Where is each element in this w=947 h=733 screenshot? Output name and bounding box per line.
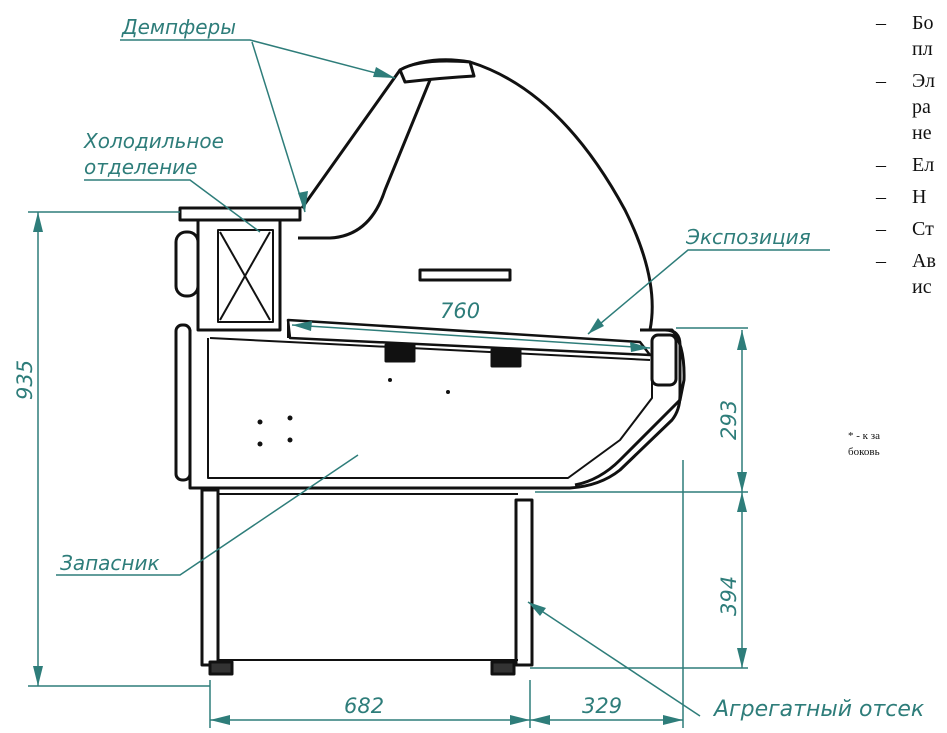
list-item: –Ел	[876, 154, 935, 176]
arrow-682-right	[510, 715, 530, 725]
leg-right	[514, 498, 534, 667]
arrow-682-left	[210, 715, 230, 725]
label-cold-line2: отделение	[84, 155, 198, 179]
list-item: –Бо	[876, 12, 934, 34]
dim-394-text: 394	[717, 576, 741, 616]
list-item: ра	[912, 96, 931, 118]
foot-left	[208, 660, 234, 676]
deck-bracket-right	[490, 348, 522, 368]
arrow-394-top	[737, 492, 747, 512]
arrow-damper-a	[373, 67, 395, 78]
footnote: * - к за боковь	[848, 428, 880, 460]
arrow-760-right	[630, 342, 650, 352]
arrow-293-top	[737, 330, 747, 350]
dim-760-text: 760	[440, 299, 480, 323]
leader-exposition	[587, 249, 830, 335]
leader-unit	[527, 601, 701, 717]
arrow-damper-b	[298, 191, 308, 212]
leg-left	[200, 488, 220, 667]
arrow-394-bottom	[737, 648, 747, 668]
cold-box-cross-b	[219, 231, 271, 321]
cold-box-inner	[217, 229, 274, 323]
arrow-329-right	[663, 715, 683, 725]
dim-329-text: 329	[582, 694, 622, 718]
label-storage: Запасник	[60, 551, 160, 575]
list-item: ис	[912, 276, 932, 298]
leader-cold	[84, 179, 261, 233]
glass-dome	[300, 58, 654, 331]
dim-682-text: 682	[344, 694, 384, 718]
list-item: –Н	[876, 186, 927, 208]
dome-inner-frame	[298, 79, 432, 240]
list-item: пл	[912, 38, 933, 60]
dim-935-text: 935	[13, 360, 37, 400]
list-item: –Ав	[876, 250, 936, 272]
dim-760-line	[291, 324, 651, 349]
leader-storage	[56, 454, 359, 576]
dimension-arrows	[33, 67, 747, 725]
interior-slot	[418, 268, 512, 282]
display-deck	[286, 318, 652, 357]
list-item: –Эл	[876, 70, 935, 92]
leader-dampers-a	[120, 39, 396, 79]
arrow-unit	[528, 602, 546, 616]
foot-right	[490, 660, 516, 676]
arrow-329-left	[530, 715, 550, 725]
arrow-293-bottom	[737, 472, 747, 492]
deck-bracket-left	[384, 343, 416, 363]
front-cap	[650, 333, 678, 387]
dimension-lines	[28, 39, 830, 728]
label-dampers: Демпферы	[121, 15, 236, 39]
footnote-line1: * - к за	[848, 430, 880, 442]
features-list: –Бо пл –Эл ра не –Ел –Н –Ст –Ав ис	[876, 12, 947, 302]
inner-tub	[207, 338, 653, 479]
list-item: –Ст	[876, 218, 934, 240]
footnote-line2: боковь	[848, 446, 880, 458]
deck-underside	[209, 337, 651, 361]
list-item: не	[912, 122, 932, 144]
dim-293-text: 293	[717, 400, 741, 440]
side-knob	[174, 230, 200, 298]
storage-dots	[257, 378, 450, 447]
dome-cap	[398, 59, 476, 84]
left-bumper	[174, 323, 192, 482]
leader-dampers-b	[251, 41, 306, 213]
arrow-935-top	[33, 212, 43, 232]
arrow-exposition	[588, 318, 604, 334]
arrow-935-bottom	[33, 666, 43, 686]
label-exposition: Экспозиция	[685, 225, 811, 249]
display-case-outline	[174, 58, 686, 676]
top-shelf	[178, 206, 302, 222]
front-lip	[574, 328, 686, 487]
arrow-760-left	[292, 321, 312, 331]
label-unit-compartment: Агрегатный отсек	[712, 697, 925, 722]
label-cold-line1: Холодильное	[83, 129, 224, 153]
